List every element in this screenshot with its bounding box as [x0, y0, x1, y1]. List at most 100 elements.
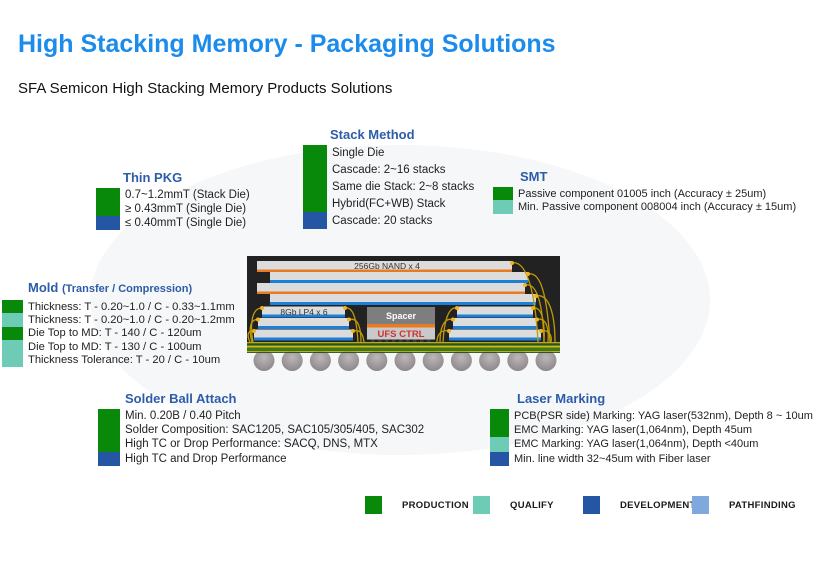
section-title: Solder Ball Attach — [125, 391, 237, 406]
page-subtitle: SFA Semicon High Stacking Memory Product… — [18, 80, 393, 97]
section-thin-pkg: Thin PKG 0.7~1.2mmT (Stack Die) ≥ 0.43mm… — [96, 170, 250, 230]
status-bar — [2, 300, 23, 314]
status-bar — [303, 161, 327, 179]
spec-label: High TC and Drop Performance — [125, 452, 287, 465]
flip-chip-bumps — [371, 339, 431, 343]
section-solder-ball-attach: Solder Ball Attach Min. 0.20B / 0.40 Pit… — [98, 391, 424, 466]
section-smt: SMT Passive component 01005 inch (Accura… — [493, 169, 796, 214]
spacer-label: Spacer — [386, 311, 417, 321]
status-bar — [2, 340, 23, 354]
spec-row: Min. line width 32~45um with Fiber laser — [490, 451, 813, 466]
status-bar — [2, 353, 23, 367]
spec-label: Die Top to MD: T - 140 / C - 120um — [28, 327, 202, 340]
legend-label: QUALIFY — [510, 499, 554, 511]
section-title: Laser Marking — [517, 391, 606, 406]
spec-label: ≥ 0.43mmT (Single Die) — [125, 203, 247, 215]
solder-balls — [253, 350, 557, 371]
section-title-text: Mold — [28, 280, 59, 295]
spec-label: PCB(PSR side) Marking: YAG laser(532nm),… — [514, 410, 813, 423]
spec-rows: Passive component 01005 inch (Accuracy ±… — [493, 187, 796, 214]
spec-row: Thickness: T - 0.20~1.0 / C - 0.20~1.2mm — [2, 313, 235, 327]
section-title-suffix: (Transfer / Compression) — [61, 283, 193, 295]
spec-row: Cascade: 2~16 stacks — [303, 161, 474, 179]
spec-label: Same die Stack: 2~8 stacks — [332, 180, 475, 193]
status-bar — [96, 216, 120, 230]
nand-die-label: 256Gb NAND x 4 — [354, 261, 420, 271]
status-bar — [2, 326, 23, 341]
spec-row: PCB(PSR side) Marking: YAG laser(532nm),… — [490, 409, 813, 424]
legend-label: DEVELOPMENT — [620, 499, 696, 511]
status-bar — [493, 200, 513, 214]
development-swatch — [583, 496, 600, 514]
spec-label: EMC Marking: YAG laser(1,064nm), Depth <… — [514, 438, 759, 451]
spec-row: ≤ 0.40mmT (Single Die) — [96, 216, 250, 230]
spec-row: Thickness Tolerance: T - 20 / C - 10um — [2, 353, 235, 367]
spec-row: Die Top to MD: T - 140 / C - 120um — [2, 326, 235, 341]
spec-row: ≥ 0.43mmT (Single Die) — [96, 202, 250, 216]
section-stack-method: Stack Method Single Die Cascade: 2~16 st… — [303, 127, 474, 229]
spec-label: Die Top to MD: T - 130 / C - 100um — [28, 340, 202, 353]
status-bar — [490, 423, 509, 438]
spec-rows: Thickness: T - 0.20~1.0 / C - 0.33~1.1mm… — [2, 300, 235, 367]
spec-label: Solder Composition: SAC1205, SAC105/305/… — [125, 424, 425, 437]
status-bar — [98, 423, 120, 438]
wire-bonds — [247, 261, 556, 343]
section-laser-marking: Laser Marking PCB(PSR side) Marking: YAG… — [490, 391, 813, 466]
spec-rows: Min. 0.20B / 0.40 Pitch Solder Compositi… — [98, 409, 424, 466]
lp4-die-label: 8Gb LP4 x 6 — [280, 307, 328, 317]
status-bar — [98, 451, 120, 466]
status-bar — [490, 409, 509, 424]
legend-item-production: PRODUCTION — [365, 496, 469, 514]
spec-label: Cascade: 2~16 stacks — [332, 164, 446, 177]
spec-label: High TC or Drop Performance: SACQ, DNS, … — [125, 438, 378, 451]
spec-label: Min. Passive component 008004 inch (Accu… — [518, 200, 797, 213]
spec-rows: PCB(PSR side) Marking: YAG laser(532nm),… — [490, 409, 813, 466]
section-title: Stack Method — [330, 127, 415, 142]
spec-row: Min. Passive component 008004 inch (Accu… — [493, 200, 797, 214]
section-title: Thin PKG — [123, 170, 183, 185]
lp4-die-stack-right — [449, 306, 541, 341]
legend-item-qualify: QUALIFY — [473, 496, 554, 514]
spec-label: Passive component 01005 inch (Accuracy ±… — [518, 187, 767, 200]
spec-row: Die Top to MD: T - 130 / C - 100um — [2, 340, 235, 354]
section-title: SMT — [520, 169, 548, 184]
pcb-substrate — [247, 342, 560, 353]
spec-row: Passive component 01005 inch (Accuracy ±… — [493, 187, 796, 201]
pathfinding-swatch — [692, 496, 709, 514]
status-bar — [96, 202, 120, 216]
status-bar — [2, 313, 23, 327]
legend-label: PRODUCTION — [402, 499, 469, 511]
spec-row: Single Die — [303, 145, 474, 162]
spec-label: Thickness: T - 0.20~1.0 / C - 0.20~1.2mm — [28, 314, 235, 327]
spacer-and-controller: Spacer UFS CTRL — [367, 307, 435, 343]
lp4-die-stack-left: 8Gb LP4 x 6 — [254, 306, 353, 341]
nand-die-stack: 256Gb NAND x 4 — [257, 261, 536, 305]
spec-row: 0.7~1.2mmT (Stack Die) — [96, 188, 250, 202]
status-bar — [490, 451, 509, 466]
spec-row: Thickness: T - 0.20~1.0 / C - 0.33~1.1mm — [2, 300, 235, 314]
status-bar — [98, 409, 120, 424]
spec-label: Thickness Tolerance: T - 20 / C - 10um — [28, 354, 221, 367]
package-cross-section-diagram: 256Gb NAND x 4 8Gb LP4 x 6 Spacer UFS CT… — [247, 256, 560, 371]
spec-row: High TC or Drop Performance: SACQ, DNS, … — [98, 437, 424, 452]
status-bar — [303, 195, 327, 213]
spec-label: Min. line width 32~45um with Fiber laser — [514, 452, 711, 465]
spec-row: Cascade: 20 stacks — [303, 212, 474, 229]
spec-row: High TC and Drop Performance — [98, 451, 424, 466]
status-bar — [493, 187, 513, 201]
spec-row: Same die Stack: 2~8 stacks — [303, 178, 475, 196]
spec-rows: 0.7~1.2mmT (Stack Die) ≥ 0.43mmT (Single… — [96, 188, 250, 230]
status-bar — [490, 437, 509, 452]
spec-row: Solder Composition: SAC1205, SAC105/305/… — [98, 423, 425, 438]
status-bar — [98, 437, 120, 452]
legend-item-development: DEVELOPMENT — [583, 496, 696, 514]
section-title: Mold (Transfer / Compression) — [28, 280, 235, 297]
spec-row: Min. 0.20B / 0.40 Pitch — [98, 409, 424, 424]
legend-label: PATHFINDING — [729, 499, 796, 511]
spec-label: 0.7~1.2mmT (Stack Die) — [125, 189, 250, 201]
spec-label: Single Die — [332, 147, 385, 160]
status-bar — [303, 212, 327, 229]
controller-label: UFS CTRL — [378, 329, 425, 340]
page-title: High Stacking Memory - Packaging Solutio… — [18, 30, 556, 58]
